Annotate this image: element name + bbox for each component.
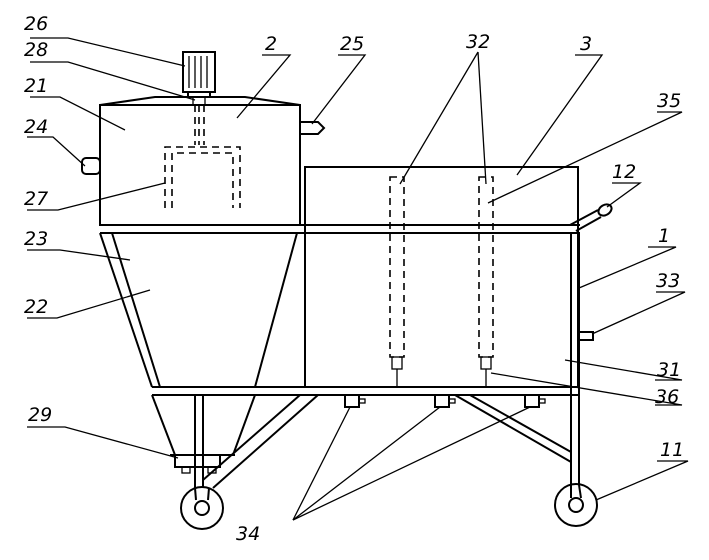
label-31: 31 — [657, 359, 681, 381]
label-2: 2 — [265, 33, 277, 55]
wheel-left — [180, 486, 224, 530]
motor — [182, 51, 216, 98]
right-tank — [304, 166, 579, 388]
label-36: 36 — [655, 386, 679, 408]
paddle-stirrer — [164, 146, 241, 208]
callout-labels: 26 28 21 24 27 23 22 29 2 25 32 3 35 12 … — [24, 13, 684, 545]
label-27: 27 — [24, 188, 48, 210]
inlet-pipe — [81, 157, 101, 175]
label-12: 12 — [612, 161, 636, 183]
wheel-right — [554, 483, 598, 527]
label-33: 33 — [656, 270, 680, 292]
label-11: 11 — [660, 439, 684, 461]
label-29: 29 — [28, 404, 52, 426]
label-3: 3 — [580, 33, 592, 55]
label-28: 28 — [24, 39, 48, 61]
side-fitting — [578, 331, 594, 341]
label-1: 1 — [658, 225, 670, 247]
label-32: 32 — [466, 31, 490, 53]
heater-tubes — [389, 176, 494, 387]
bottom-valves — [344, 394, 546, 408]
outlet-pipe — [300, 121, 326, 135]
label-22: 22 — [24, 296, 48, 318]
label-23: 23 — [24, 228, 48, 250]
upper-tank — [99, 96, 301, 226]
label-35: 35 — [657, 90, 681, 112]
label-34: 34 — [236, 523, 260, 545]
label-26: 26 — [24, 13, 48, 35]
discharge-valve — [174, 454, 221, 474]
handle — [569, 203, 613, 232]
leader-lines — [27, 37, 689, 521]
label-25: 25 — [340, 33, 364, 55]
label-24: 24 — [24, 116, 48, 138]
conical-hopper — [99, 232, 298, 456]
label-21: 21 — [24, 75, 48, 97]
